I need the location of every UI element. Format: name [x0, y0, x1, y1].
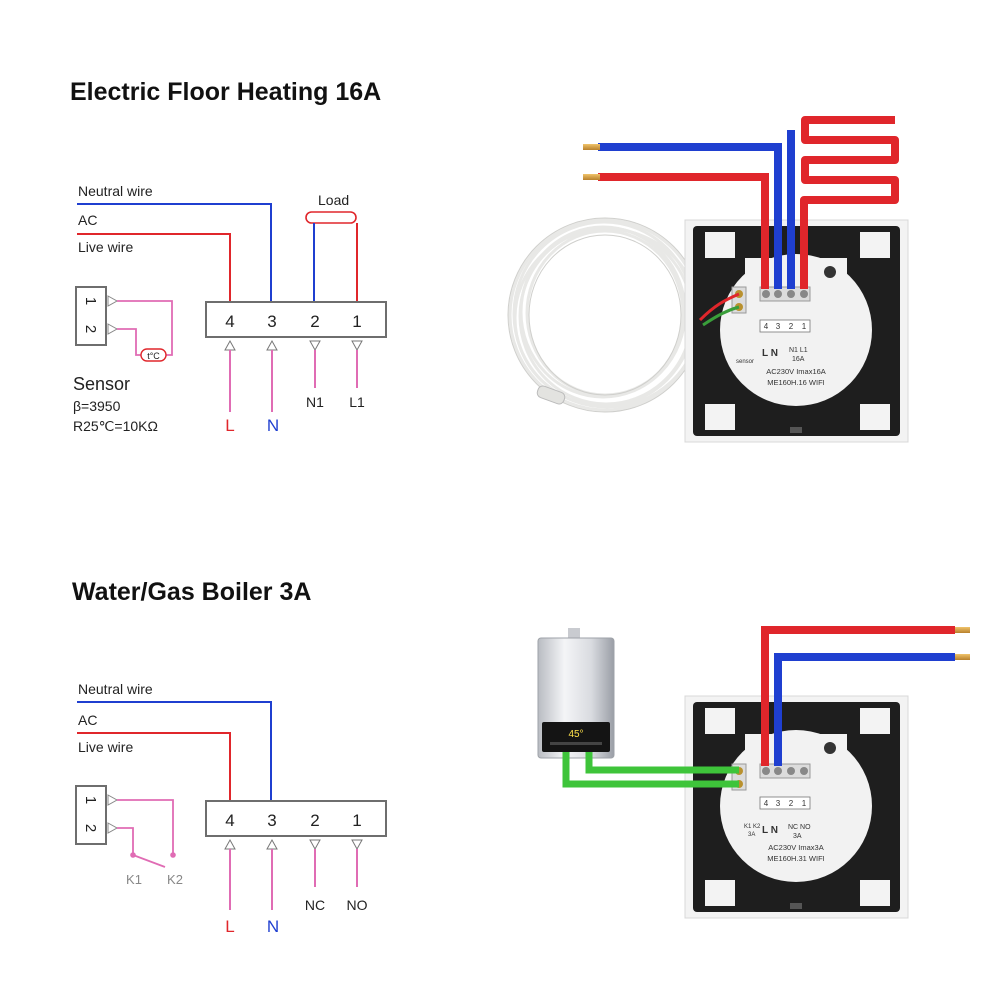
live-wire-line	[77, 233, 231, 302]
relay-k2: K2	[167, 872, 183, 887]
sensor-cable-coil	[508, 218, 702, 412]
sensor-lead-green	[702, 305, 740, 327]
dev1-ln: L N	[762, 348, 778, 359]
terminal-4-b: 4	[225, 811, 234, 830]
terminal-screws	[731, 286, 811, 314]
relay-pin-1: 1	[82, 796, 99, 804]
relay-pin-arrow-1	[107, 794, 119, 806]
sensor-pin-1: 1	[82, 297, 99, 305]
dev1-n1l1: N1 L1	[789, 347, 808, 354]
relay-pin-arrow-2	[107, 822, 119, 834]
label-l: L	[225, 416, 234, 435]
sensor-probe	[536, 385, 566, 405]
terminal-block-2	[205, 800, 387, 837]
thermostat-label-panel-2: 4 3 2 1 K1 K2 3A L N NC NO 3A AC230V Ima…	[744, 796, 825, 863]
sensor-pin-arrow-2	[107, 323, 119, 335]
live-wire-line-2	[77, 732, 231, 801]
terminal-4: 4	[225, 312, 234, 331]
boiler-schematic: Neutral wire AC Live wire 4 3 2 1 L N NC…	[75, 681, 387, 936]
dev1-term-4: 4	[764, 322, 769, 331]
label-n: N	[267, 416, 279, 435]
live-wire-label: Live wire	[78, 239, 133, 255]
supply-live-cable-2	[761, 626, 955, 766]
terminal-arrows-2	[224, 838, 363, 851]
thermostat-button	[824, 266, 836, 278]
sensor-beta: β=3950	[73, 398, 121, 414]
neutral-wire-label: Neutral wire	[78, 183, 153, 199]
dev1-sensor: sensor	[736, 359, 754, 365]
supply-neutral-cable-2	[774, 653, 955, 766]
dev2-term-2: 2	[789, 799, 794, 808]
load-label: Load	[318, 192, 349, 208]
live-wire-label-2: Live wire	[78, 739, 133, 755]
sensor-pin-arrow-1	[107, 295, 119, 307]
heating-element-red	[800, 116, 899, 289]
floor-heating-title: Electric Floor Heating 16A	[70, 78, 382, 106]
terminal-1: 1	[352, 312, 361, 331]
dev2-ncno: NC NO	[788, 824, 811, 831]
terminal-1-b: 1	[352, 811, 361, 830]
label-l1: L1	[349, 394, 365, 410]
sensor-pin-2: 2	[82, 325, 99, 333]
supply-live-cable	[598, 173, 769, 289]
supply-neutral-cable	[598, 143, 782, 289]
dev2-spec: AC230V Imax3A	[768, 843, 823, 852]
dev2-term-1: 1	[802, 799, 807, 808]
boiler-wire-1	[585, 752, 739, 774]
terminal-2-b: 2	[310, 811, 319, 830]
relay-k1-dot	[130, 852, 136, 858]
label-n-2: N	[267, 917, 279, 936]
boiler-title: Water/Gas Boiler 3A	[72, 578, 312, 606]
label-l-2: L	[225, 917, 234, 936]
label-nc: NC	[305, 897, 325, 913]
relay-wire	[117, 799, 174, 868]
floor-heating-schematic: Neutral wire AC Live wire Load 4 3 2 1 L…	[73, 183, 387, 435]
terminal-3-b: 3	[267, 811, 276, 830]
sensor-lead-red	[698, 292, 740, 322]
boiler-chimney	[568, 628, 580, 640]
sensor-loop-wire	[117, 300, 173, 356]
dev2-term-4: 4	[764, 799, 769, 808]
dev2-k-rating: 3A	[748, 832, 755, 838]
dev2-ln: L N	[762, 825, 778, 836]
ac-label: AC	[78, 212, 97, 228]
dev1-rating: 16A	[792, 356, 805, 363]
sensor-connector	[75, 286, 107, 346]
neutral-wire-line	[77, 203, 272, 302]
dev1-model: ME160H.16 WIFI	[767, 378, 825, 387]
relay-k1: K1	[126, 872, 142, 887]
terminal-3: 3	[267, 312, 276, 331]
dev1-spec: AC230V Imax16A	[766, 367, 826, 376]
load-element	[305, 211, 357, 224]
dev1-term-3: 3	[776, 322, 781, 331]
dev2-rating: 3A	[793, 833, 802, 840]
dev2-k1k2: K1 K2	[744, 824, 761, 830]
boiler-display: 45°	[568, 729, 583, 740]
terminal-arrows	[224, 339, 363, 352]
sensor-title: Sensor	[73, 374, 130, 394]
relay-connector	[75, 785, 107, 845]
boiler-wire-2	[562, 752, 739, 788]
neutral-wire-line-2	[77, 701, 272, 801]
dev2-term-3: 3	[776, 799, 781, 808]
label-no: NO	[347, 897, 368, 913]
relay-pin-2: 2	[82, 824, 99, 832]
floor-heating-product: 4 3 2 1 sensor L N N1 L1 16A AC230V Imax…	[507, 116, 909, 443]
dev1-term-1: 1	[802, 322, 807, 331]
sensor-r25: R25℃=10KΩ	[73, 418, 158, 434]
thermistor-label: t°C	[147, 351, 160, 361]
neutral-wire-label-2: Neutral wire	[78, 681, 153, 697]
label-n1: N1	[306, 394, 324, 410]
terminal-block	[205, 301, 387, 338]
dev1-term-2: 2	[789, 322, 794, 331]
boiler-product: 45° 4 3 2 1 K1 K2 3A L N NC NO	[537, 626, 970, 919]
terminal-2: 2	[310, 312, 319, 331]
thermostat-label-panel: 4 3 2 1 sensor L N N1 L1 16A AC230V Imax…	[736, 319, 826, 387]
ac-label-2: AC	[78, 712, 97, 728]
relay-k2-dot	[170, 852, 176, 858]
thermistor	[140, 348, 167, 362]
dev2-model: ME160H.31 WIFI	[767, 854, 825, 863]
